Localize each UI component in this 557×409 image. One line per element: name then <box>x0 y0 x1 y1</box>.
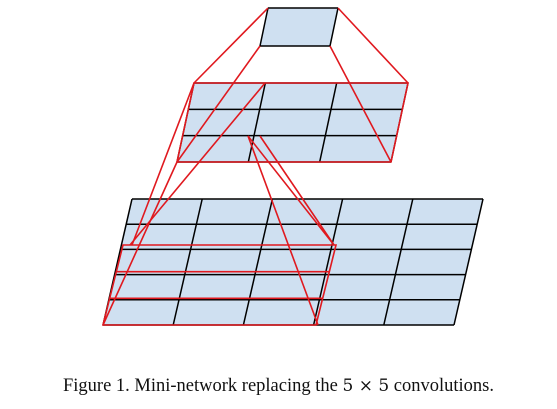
caption-prefix: Figure 1. Mini-network replacing the <box>62 376 343 396</box>
hidden-cell-col-line <box>318 82 338 163</box>
input-cell-col-line <box>312 198 344 326</box>
hidden-cell-fill <box>177 83 408 162</box>
input-cell-col-line <box>453 198 484 326</box>
caption-suffix: convolutions. <box>389 376 495 396</box>
hidden-layer-grid <box>176 82 409 163</box>
input-cell-col-line <box>383 198 414 326</box>
projection-line-top-right <box>337 7 409 84</box>
projection-line-mid-b <box>129 82 266 246</box>
input-layer-grid <box>102 198 484 326</box>
projection-line-mid-f <box>259 135 335 246</box>
figure-caption: Figure 1. Mini-network replacing the 5 ×… <box>0 376 557 397</box>
projection-line-top-bottom-right <box>329 45 392 163</box>
projection-line-mid-e <box>247 135 319 326</box>
output-cell-col-line <box>329 7 339 47</box>
caption-math: 5 × 5 <box>342 376 390 396</box>
projection-line-mid-d <box>247 135 335 246</box>
output-unit <box>259 7 339 47</box>
receptive-field-projection <box>101 7 409 326</box>
hidden-layer-outline <box>176 82 409 163</box>
projection-line-top-left <box>193 7 269 84</box>
input-cell-col-line <box>242 198 274 326</box>
projection-line-mid-a <box>131 82 195 246</box>
input-cell-col-line <box>172 198 203 326</box>
input-cell-fill <box>103 199 483 325</box>
output-cell-fill <box>260 8 338 46</box>
output-cell-col-line <box>259 7 269 47</box>
hidden-cell-col-line <box>247 82 267 163</box>
projection-line-top-bottom-left <box>176 45 261 163</box>
